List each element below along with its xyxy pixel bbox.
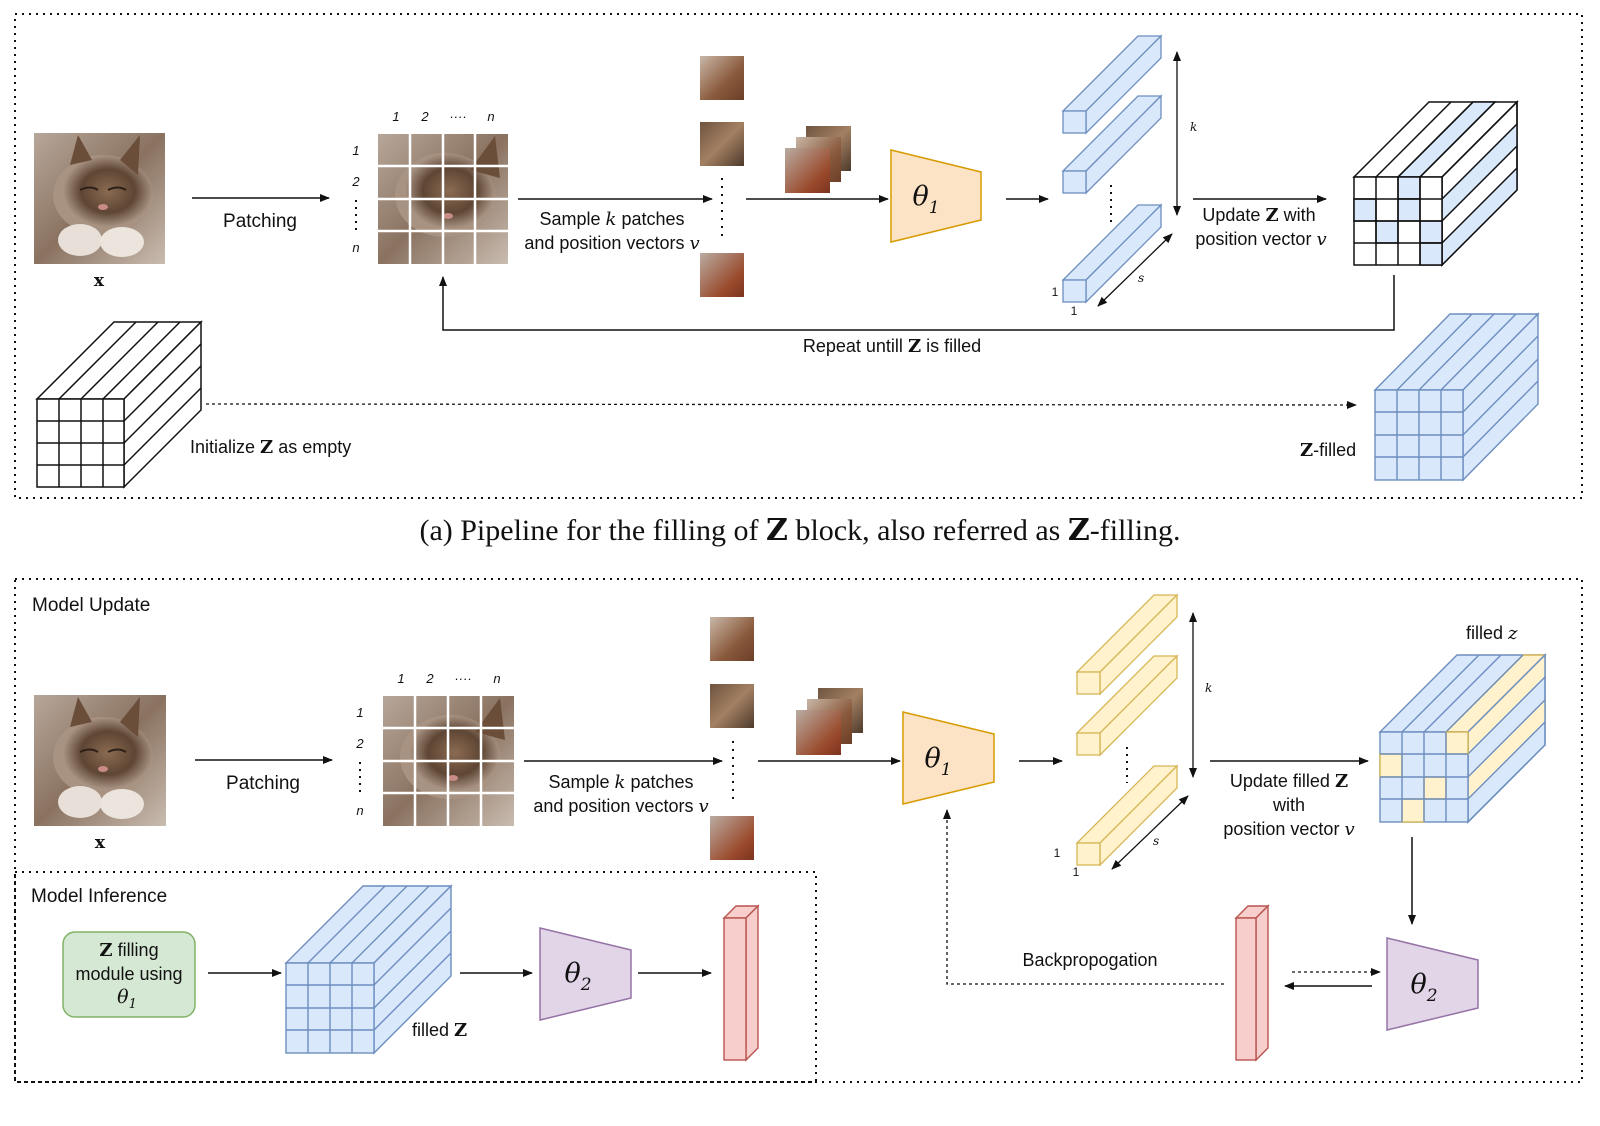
output-vector-inference (722, 904, 760, 1062)
dim-k-label-a: k (1190, 120, 1197, 134)
z-filling-module-box (62, 931, 196, 1018)
sampled-patch-a-3 (700, 253, 744, 297)
update-label-b-line2: with (1272, 795, 1305, 815)
encoder-theta2-inference (539, 927, 632, 1021)
filled-z-cube-b (1378, 653, 1547, 824)
svg-text:2: 2 (425, 671, 434, 686)
encoder-theta2-b-label: θ2 (1410, 969, 1437, 1006)
svg-text:1: 1 (352, 143, 359, 158)
encoder-theta2-inference-label: θ2 (564, 958, 591, 995)
sample-label-a-line2: and position vectors v (524, 233, 699, 254)
backprop-label: Backpropogation (1022, 950, 1157, 970)
stacked-patches-a (785, 126, 851, 193)
patching-label-a: Patching (223, 211, 297, 232)
panel-a-frame (14, 13, 1583, 499)
z-filling-module-line1: Z filling (99, 940, 158, 961)
dim-k-label-b: k (1205, 681, 1212, 695)
feature-bar-b-3 (1075, 764, 1179, 867)
model-inference-title: Model Inference (31, 886, 167, 907)
init-to-filled-arrow-a (205, 400, 1357, 409)
svg-text:····: ···· (454, 671, 471, 686)
backprop-arrow (943, 809, 1224, 985)
dim-s-label-a: s (1138, 271, 1144, 285)
svg-text:1: 1 (397, 671, 404, 686)
grid-row-labels-b: 1 2 n (355, 705, 364, 818)
update-label-a-line1: Update Z with (1202, 205, 1315, 226)
update-label-a-line2: position vector v (1195, 229, 1326, 250)
dim-s-arrow-a (1097, 233, 1173, 307)
partial-cube-a (1352, 100, 1519, 267)
grid-col-labels-a: 1 2 ···· n (392, 109, 494, 124)
svg-text:2: 2 (355, 736, 364, 751)
sample-label-b-line2: and position vectors v (533, 796, 708, 817)
feature-bar-a-3 (1061, 203, 1163, 304)
sampled-patch-b-2 (710, 684, 754, 728)
cat-image-b (34, 695, 166, 826)
patch-grid-a (378, 134, 508, 264)
svg-text:2: 2 (420, 109, 429, 124)
sampled-patch-a-1 (700, 56, 744, 100)
sampled-patch-b-3 (710, 816, 754, 860)
axis-one-vertical-a: 1 (1052, 285, 1059, 299)
init-label-a: Initialize Z as empty (190, 437, 351, 458)
z-filling-module-line2: module using (75, 964, 182, 984)
sampled-patch-b-1 (710, 617, 754, 661)
caption-a: (a) Pipeline for the filling of Z block,… (419, 513, 1181, 548)
axis-one-vertical-b: 1 (1054, 846, 1061, 860)
feature-bar-a-2 (1061, 94, 1163, 195)
svg-text:1: 1 (356, 705, 363, 720)
axis-one-horizontal-b: 1 (1073, 865, 1080, 879)
encoder-theta1-a-label: θ1 (912, 181, 939, 218)
encoder-theta1-a (890, 149, 982, 243)
encoder-theta1-b-label: θ1 (924, 743, 951, 780)
svg-text:2: 2 (351, 174, 360, 189)
patching-label-b: Patching (226, 773, 300, 794)
filled-label-a: Z-filled (1300, 440, 1356, 461)
update-label-b-line3: position vector v (1223, 819, 1354, 840)
encoder-theta2-b (1386, 937, 1479, 1031)
repeat-label-a: Repeat untill Z is filled (803, 336, 981, 357)
model-inference-frame (14, 871, 817, 1083)
input-x-label-a: x (94, 271, 105, 291)
svg-text:n: n (352, 240, 359, 255)
dim-s-label-b: s (1153, 834, 1159, 848)
sample-label-b-line1: Sample k patches (548, 772, 693, 793)
z-filling-module-line3: θ1 (117, 986, 137, 1012)
filled-cube-inference (284, 884, 453, 1055)
encoder-theta1-b (902, 711, 995, 805)
svg-text:n: n (493, 671, 500, 686)
output-vector-b (1234, 904, 1270, 1062)
feature-bar-b-2 (1075, 654, 1179, 757)
svg-text:n: n (356, 803, 363, 818)
empty-cube-a (35, 320, 203, 489)
cat-image-a (34, 133, 165, 264)
repeat-loop-arrow-a (439, 275, 1395, 331)
sampled-patch-a-2 (700, 122, 744, 166)
filled-z-label-b: filled z (1466, 623, 1518, 644)
update-label-b-line1: Update filled Z (1230, 771, 1348, 792)
filled-cube-a (1373, 312, 1540, 482)
svg-text:1: 1 (392, 109, 399, 124)
feature-bar-b-1 (1075, 593, 1179, 696)
svg-text:····: ···· (449, 109, 466, 124)
feature-bar-a-1 (1061, 34, 1163, 135)
svg-text:n: n (487, 109, 494, 124)
inference-filled-z-label: filled Z (412, 1020, 467, 1041)
dim-s-arrow-b (1111, 795, 1189, 870)
patch-grid-b (383, 696, 514, 826)
input-x-label-b: x (95, 833, 106, 853)
grid-col-labels-b: 1 2 ···· n (397, 671, 500, 686)
model-update-title: Model Update (32, 595, 150, 616)
grid-row-labels-a: 1 2 n (351, 143, 360, 255)
sample-label-a-line1: Sample k patches (539, 209, 684, 230)
stacked-patches-b (796, 688, 863, 755)
axis-one-horizontal-a: 1 (1071, 304, 1078, 318)
